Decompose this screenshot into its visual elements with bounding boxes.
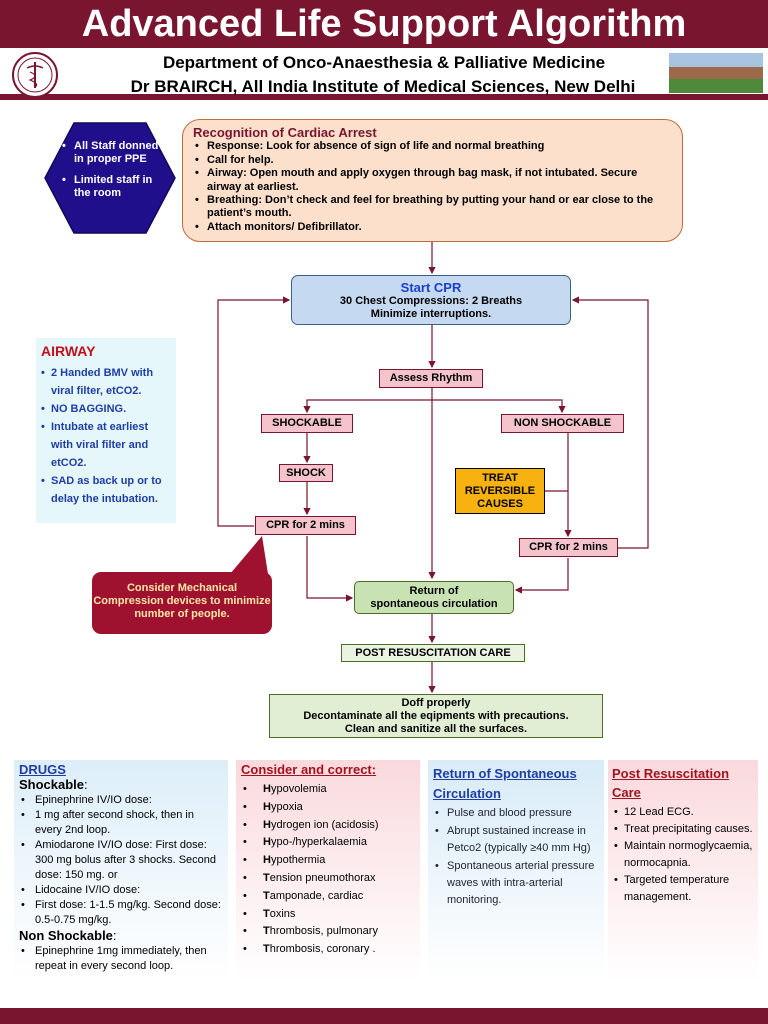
cause-item: Hydrogen ion (acidosis) bbox=[241, 817, 415, 835]
rosc-box: Return of spontaneous circulation bbox=[354, 581, 514, 614]
cause-item: Hypoxia bbox=[241, 799, 415, 817]
subtitle-band: Department of Onco-Anaesthesia & Palliat… bbox=[0, 48, 768, 100]
shockable-box: SHOCKABLE bbox=[261, 414, 353, 433]
recognition-item: Breathing: Don’t check and feel for brea… bbox=[193, 194, 672, 221]
consider-title: Consider and correct: bbox=[241, 762, 377, 777]
staff-note-ppe: All Staff donned in proper PPE bbox=[60, 140, 160, 166]
mechanical-compression-callout: Consider Mechanical Compression devices … bbox=[92, 572, 272, 634]
treat-causes-box: TREAT REVERSIBLE CAUSES bbox=[455, 468, 545, 514]
shockable-label: Shockable bbox=[19, 777, 85, 792]
recognition-item: Response: Look for absence of sign of li… bbox=[193, 140, 672, 154]
drug-item: Epinephrine 1mg immediately, then repeat… bbox=[19, 944, 223, 974]
airway-item: SAD as back up or to delay the intubatio… bbox=[41, 472, 171, 508]
post-care-title: Post Resuscitation Care bbox=[612, 766, 730, 800]
drug-item: First dose: 1-1.5 mg/kg. Second dose: 0.… bbox=[19, 898, 223, 928]
cpr-2-mins-left: CPR for 2 mins bbox=[255, 516, 356, 535]
department-line: Department of Onco-Anaesthesia & Palliat… bbox=[162, 53, 606, 72]
cause-item: Hypo-/hyperkalaemia bbox=[241, 834, 415, 852]
footer-bar bbox=[0, 1008, 768, 1024]
cause-item: Toxins bbox=[241, 906, 415, 924]
shock-box: SHOCK bbox=[279, 464, 333, 482]
recognition-item: Attach monitors/ Defibrillator. bbox=[193, 221, 672, 235]
rosc-line: spontaneous circulation bbox=[370, 598, 498, 610]
start-cpr-line: 30 Chest Compressions: 2 Breaths bbox=[339, 295, 523, 307]
drugs-panel: DRUGS Shockable: Epinephrine IV/IO dose:… bbox=[14, 760, 228, 1000]
airway-item: 2 Handed BMV with viral filter, etCO2. bbox=[41, 364, 171, 400]
drug-item: Lidocaine IV/IO dose: bbox=[19, 883, 223, 898]
drug-item: 1 mg after second shock, then in every 2… bbox=[19, 808, 223, 838]
cause-item: Tension pneumothorax bbox=[241, 870, 415, 888]
post-care-item: Maintain normoglycaemia, normocapnia. bbox=[612, 838, 754, 872]
recognition-item: Call for help. bbox=[193, 154, 672, 168]
cause-item: Hypovolemia bbox=[241, 781, 415, 799]
non-shockable-box: NON SHOCKABLE bbox=[501, 414, 624, 433]
start-cpr-title: Start CPR bbox=[400, 280, 462, 295]
doff-box: Doff properly Decontaminate all the eqip… bbox=[269, 694, 603, 738]
recognition-title: Recognition of Cardiac Arrest bbox=[193, 125, 377, 140]
doff-line: Clean and sanitize all the surfaces. bbox=[344, 723, 528, 735]
recognition-box: Recognition of Cardiac Arrest Response: … bbox=[182, 119, 683, 242]
recognition-item: Airway: Open mouth and apply oxygen thro… bbox=[193, 167, 672, 194]
start-cpr-line: Minimize interruptions. bbox=[370, 308, 492, 320]
airway-title: AIRWAY bbox=[41, 343, 96, 359]
rosc-sign: Pulse and blood pressure bbox=[433, 805, 599, 822]
rosc-sign: Abrupt sustained increase in Petco2 (typ… bbox=[433, 823, 599, 857]
consider-panel: Consider and correct: Hypovolemia Hypoxi… bbox=[236, 760, 420, 1000]
cause-item: Hypothermia bbox=[241, 852, 415, 870]
post-care-item: 12 Lead ECG. bbox=[612, 804, 754, 821]
airway-panel: AIRWAY 2 Handed BMV with viral filter, e… bbox=[36, 338, 176, 523]
airway-item: NO BAGGING. bbox=[41, 400, 171, 418]
cpr-2-mins-right: CPR for 2 mins bbox=[519, 538, 618, 557]
rosc-panel: Return of Spontaneous Circulation Pulse … bbox=[428, 760, 604, 1000]
doff-line: Doff properly bbox=[401, 697, 471, 709]
page-title: Advanced Life Support Algorithm bbox=[0, 0, 768, 48]
cause-item: Tamponade, cardiac bbox=[241, 888, 415, 906]
rosc-sign: Spontaneous arterial pressure waves with… bbox=[433, 858, 599, 909]
drug-item: Epinephrine IV/IO dose: bbox=[19, 793, 223, 808]
rosc-line: Return of bbox=[409, 585, 459, 597]
rosc-panel-title: Return of Spontaneous Circulation bbox=[433, 766, 577, 801]
campus-photo bbox=[669, 53, 763, 93]
drugs-title: DRUGS bbox=[19, 762, 66, 777]
non-shockable-label: Non Shockable bbox=[19, 928, 113, 943]
caduceus-icon bbox=[17, 57, 53, 93]
cause-item: Thrombosis, coronary . bbox=[241, 941, 415, 959]
airway-item: Intubate at earliest with viral filter a… bbox=[41, 418, 171, 472]
post-care-panel: Post Resuscitation Care 12 Lead ECG. Tre… bbox=[608, 760, 758, 1000]
institute-logo bbox=[12, 52, 58, 98]
staff-note-limited: Limited staff in the room bbox=[60, 174, 160, 200]
cause-item: Thrombosis, pulmonary bbox=[241, 923, 415, 941]
assess-rhythm-box: Assess Rhythm bbox=[379, 369, 483, 388]
post-resuscitation-box: POST RESUSCITATION CARE bbox=[341, 644, 525, 662]
institute-line: Dr BRAIRCH, All India Institute of Medic… bbox=[130, 77, 636, 96]
post-care-item: Targeted temperature management. bbox=[612, 872, 754, 906]
drug-item: Amiodarone IV/IO dose: First dose: 300 m… bbox=[19, 838, 223, 883]
post-care-item: Treat precipitating causes. bbox=[612, 821, 754, 838]
doff-line: Decontaminate all the eqipments with pre… bbox=[303, 710, 569, 722]
start-cpr-box: Start CPR 30 Chest Compressions: 2 Breat… bbox=[291, 275, 571, 325]
staff-notes: All Staff donned in proper PPE Limited s… bbox=[60, 140, 160, 208]
